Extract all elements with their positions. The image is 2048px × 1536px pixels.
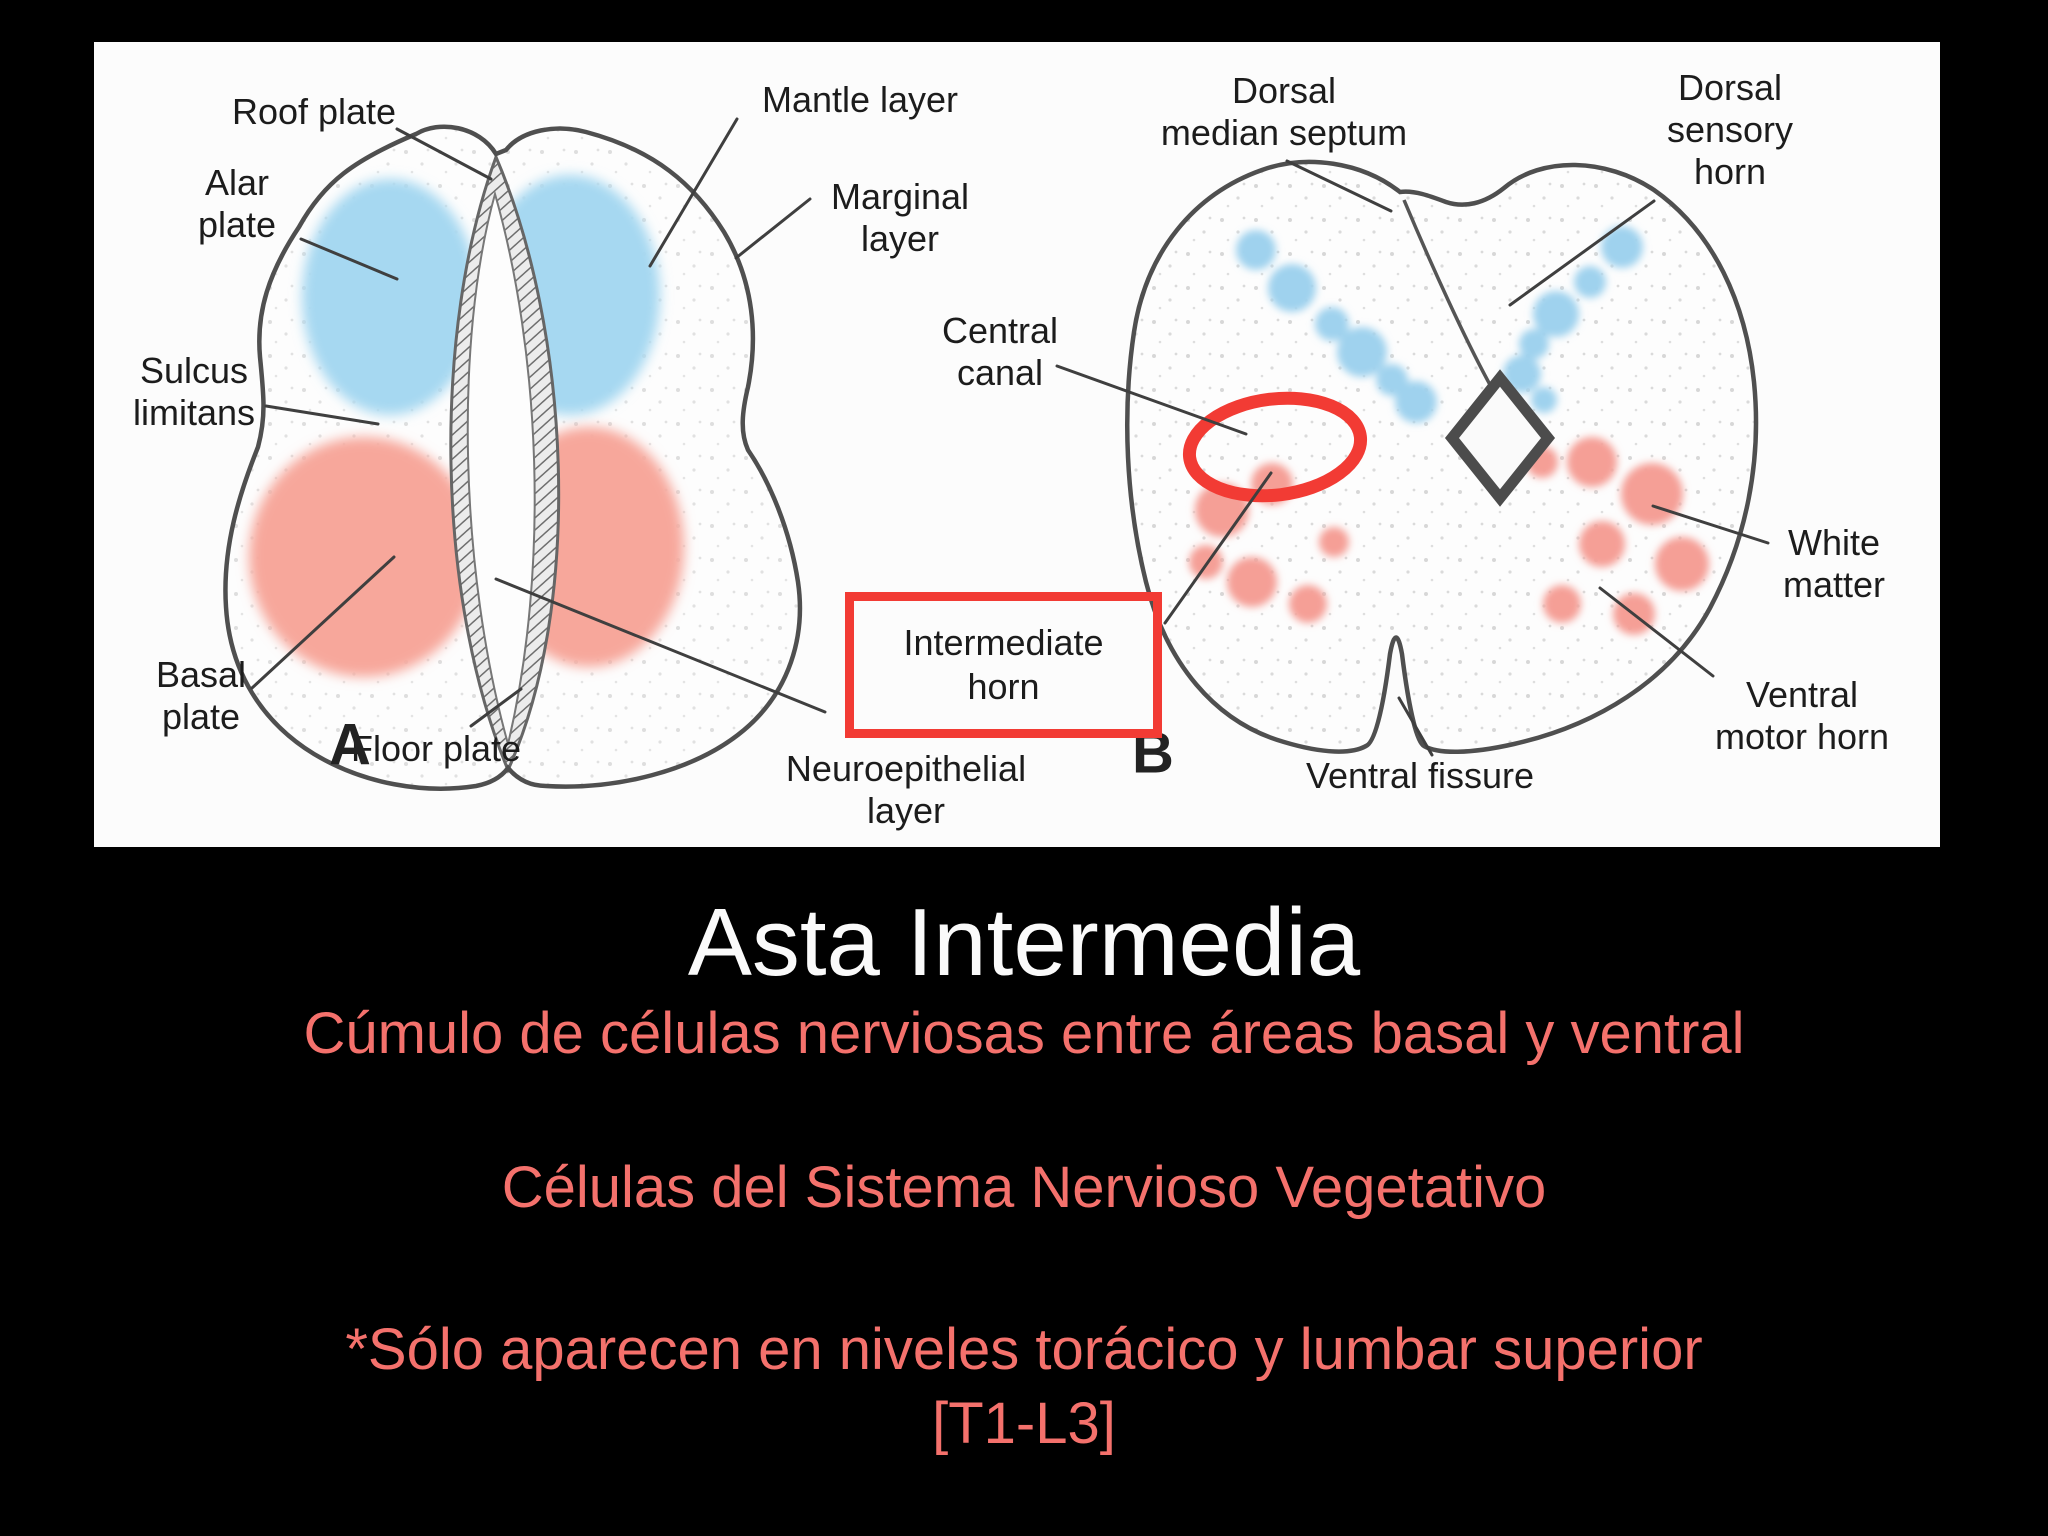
label-line: horn (967, 666, 1040, 707)
label-line: Dorsal (1677, 67, 1783, 108)
neural-canal-lumen (466, 190, 536, 745)
alar-plate-region-left (302, 179, 478, 415)
label-central-canal: Central canal (942, 310, 1058, 394)
diagram-a (223, 124, 803, 791)
cord-a-outline-stroke (223, 124, 803, 791)
floor-plate-leader (469, 687, 523, 728)
central-canal-diamond (1444, 369, 1556, 507)
intermediate-horn-leader (1163, 471, 1273, 625)
label-line: limitans (132, 392, 256, 433)
label-marginal-layer: Marginal layer (831, 176, 969, 260)
white-matter-leader (1651, 504, 1770, 545)
label-line: Basal (155, 654, 247, 695)
label-roof-plate: Roof plate (232, 91, 396, 133)
label-line: plate (161, 696, 241, 737)
label-line: Dorsal (1231, 70, 1337, 111)
ventral-fissure-leader (1397, 696, 1434, 757)
label-line: Roof plate (231, 91, 397, 132)
label-ventral-fissure: Ventral fissure (1306, 755, 1534, 797)
sulcus-limitans-leader (264, 404, 380, 426)
label-line: Ventral fissure (1305, 755, 1535, 796)
dorsal-sensory-columns (1236, 226, 1643, 423)
label-line: Central (941, 310, 1059, 351)
spinal-cord-diagram (223, 117, 1770, 791)
label-dorsal-sensory-horn: Dorsal sensory horn (1667, 67, 1793, 193)
basal-plate-leader (250, 555, 396, 690)
label-neuroepithelial-layer: Neuroepithelial layer (786, 748, 1026, 832)
label-line: matter (1782, 564, 1886, 605)
caption-cell-type: Células del Sistema Nervioso Vegetativo (501, 1155, 1547, 1220)
neuroepithelial-leader (494, 577, 827, 714)
label-line: layer (866, 790, 946, 831)
roof-plate-leader (395, 127, 493, 181)
label-line: median septum (1160, 112, 1408, 153)
label-line: plate (197, 204, 277, 245)
label-line: Mantle layer (761, 79, 959, 120)
label-line: Ventral (1745, 674, 1859, 715)
label-line: canal (956, 352, 1044, 393)
cord-b-outline-stroke (1125, 159, 1759, 754)
label-line: Floor plate (350, 728, 522, 769)
intermediate-horn-highlight-box: Intermediate horn (845, 592, 1162, 738)
intermediate-horn-highlight-ellipse (1182, 391, 1368, 503)
leader-lines (250, 117, 1770, 757)
label-sulcus-limitans: Sulcus limitans (133, 350, 255, 434)
label-line: sensory (1666, 109, 1794, 150)
label-line: horn (1693, 151, 1767, 192)
label-alar-plate: Alar plate (198, 162, 276, 246)
label-ventral-motor-horn: Ventral motor horn (1715, 674, 1889, 758)
label-mantle-layer: Mantle layer (762, 79, 958, 121)
alar-plate-leader (299, 237, 399, 281)
marginal-layer-leader (734, 197, 812, 260)
caption-levels-range: [T1-L3] (932, 1391, 1116, 1456)
label-basal-plate: Basal plate (156, 654, 246, 738)
caption-definition: Cúmulo de células nerviosas entre áreas … (303, 1001, 1745, 1066)
label-line: Marginal (830, 176, 970, 217)
label-line: Intermediate (903, 622, 1104, 663)
cord-b-stipple (1127, 161, 1757, 752)
dorsal-sensory-horn-leader (1508, 199, 1656, 307)
label-line: Sulcus (139, 350, 249, 391)
label-line: motor horn (1714, 716, 1890, 757)
ventral-motor-horn-leader (1598, 586, 1715, 678)
label-white-matter: White matter (1783, 522, 1885, 606)
label-dorsal-median-septum: Dorsal median septum (1161, 70, 1407, 154)
label-line: layer (860, 218, 940, 259)
dorsal-median-septum-leader (1285, 159, 1393, 213)
dorsal-median-septum-line (1402, 199, 1496, 393)
mantle-layer-leader (648, 117, 739, 268)
basal-plate-region-left (249, 437, 479, 677)
label-line: White (1787, 522, 1881, 563)
figure-panel: Roof plate Alar plate Sulcus limitans Ma… (94, 42, 1940, 847)
caption-levels-note: *Sólo aparecen en niveles torácico y lum… (345, 1317, 1703, 1382)
label-floor-plate: Floor plate (351, 728, 521, 770)
diagram-b (1125, 159, 1759, 754)
slide-title: Asta Intermedia (687, 889, 1361, 996)
central-canal-leader (1055, 364, 1248, 436)
label-line: Alar (204, 162, 270, 203)
label-line: Neuroepithelial (785, 748, 1027, 789)
section-letter-a: A (329, 712, 371, 778)
